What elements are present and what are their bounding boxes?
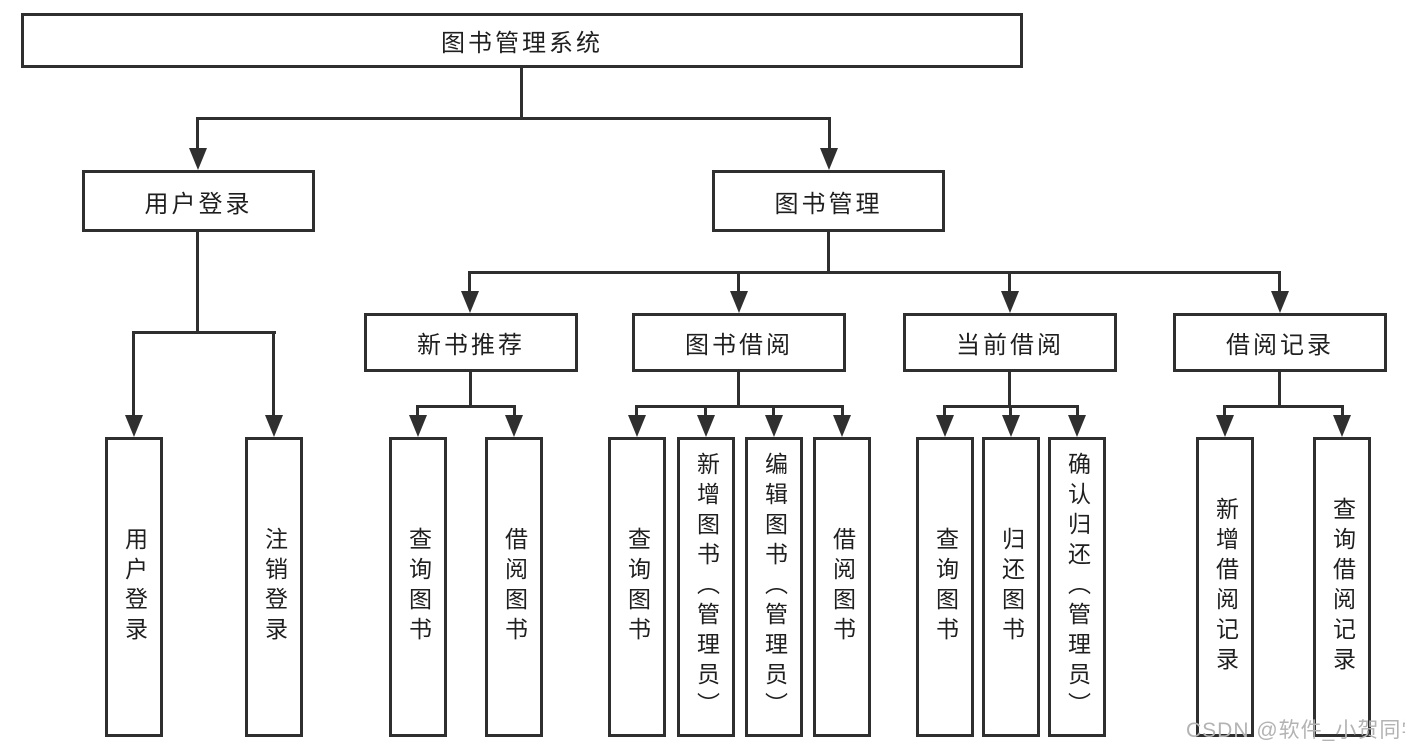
connector-line <box>468 271 1281 274</box>
arrowhead-icon <box>189 148 207 170</box>
arrowhead-icon <box>936 415 954 437</box>
connector-line <box>737 271 740 293</box>
connector-line <box>272 331 275 417</box>
node-current-borrow: 当前借阅 <box>903 313 1117 372</box>
connector-line <box>196 117 199 150</box>
node-book-borrow-label: 图书借阅 <box>685 332 793 359</box>
connector-line <box>635 405 638 417</box>
arrowhead-icon <box>265 415 283 437</box>
connector-line <box>828 117 831 150</box>
connector-line <box>772 405 775 417</box>
arrowhead-icon <box>1002 415 1020 437</box>
leaf-query-borrow-record-label: 查询借阅记录 <box>1329 497 1356 677</box>
connector-line <box>416 405 516 408</box>
leaf-query-borrow-record: 查询借阅记录 <box>1313 437 1371 737</box>
arrowhead-icon <box>505 415 523 437</box>
leaf-logout-label: 注销登录 <box>261 527 288 647</box>
leaf-borrow-book-recommend: 借阅图书 <box>485 437 543 737</box>
node-user-login: 用户登录 <box>82 170 315 232</box>
leaf-edit-book-admin: 编辑图书（管理员） <box>745 437 803 737</box>
connector-line <box>827 232 830 273</box>
arrowhead-icon <box>765 415 783 437</box>
arrowhead-icon <box>1271 291 1289 313</box>
connector-line <box>1076 405 1079 417</box>
connector-line <box>196 232 199 333</box>
connector-line <box>196 117 831 120</box>
node-borrow-records-label: 借阅记录 <box>1226 332 1334 359</box>
connector-line <box>132 331 276 334</box>
leaf-query-book-borrow-label: 查询图书 <box>624 527 651 647</box>
arrowhead-icon <box>1333 415 1351 437</box>
leaf-add-book-admin-label: 新增图书（管理员） <box>693 452 720 722</box>
csdn-watermark: CSDN @软件_小贺同学 <box>1186 719 1405 742</box>
connector-line <box>943 405 946 417</box>
arrowhead-icon <box>1001 291 1019 313</box>
leaf-edit-book-admin-label: 编辑图书（管理员） <box>761 452 788 722</box>
node-book-management-label: 图书管理 <box>774 190 883 218</box>
connector-line <box>416 405 419 417</box>
connector-line <box>1008 271 1011 293</box>
node-book-management: 图书管理 <box>712 170 945 232</box>
connector-line <box>520 68 523 119</box>
leaf-add-book-admin: 新增图书（管理员） <box>677 437 735 737</box>
node-new-book-recommend-label: 新书推荐 <box>417 332 525 359</box>
leaf-query-book-recommend-label: 查询图书 <box>405 527 432 647</box>
arrowhead-icon <box>833 415 851 437</box>
connector-line <box>469 372 472 408</box>
connector-line <box>704 405 707 417</box>
leaf-return-book-label: 归还图书 <box>998 527 1025 647</box>
arrowhead-icon <box>1216 415 1234 437</box>
arrowhead-icon <box>125 415 143 437</box>
arrowhead-icon <box>461 291 479 313</box>
connector-line <box>468 271 471 293</box>
node-root: 图书管理系统 <box>21 13 1023 68</box>
leaf-return-book: 归还图书 <box>982 437 1040 737</box>
node-new-book-recommend: 新书推荐 <box>364 313 578 372</box>
leaf-borrow-book-label: 借阅图书 <box>829 527 856 647</box>
leaf-confirm-return-admin-label: 确认归还（管理员） <box>1064 452 1091 722</box>
node-user-login-label: 用户登录 <box>144 190 253 218</box>
connector-line <box>841 405 844 417</box>
connector-line <box>1008 372 1011 408</box>
leaf-borrow-book: 借阅图书 <box>813 437 871 737</box>
connector-line <box>132 331 135 417</box>
arrowhead-icon <box>409 415 427 437</box>
node-book-borrow: 图书借阅 <box>632 313 846 372</box>
leaf-add-borrow-record-label: 新增借阅记录 <box>1212 497 1239 677</box>
connector-line <box>737 372 740 408</box>
connector-line <box>1278 372 1281 408</box>
leaf-add-borrow-record: 新增借阅记录 <box>1196 437 1254 737</box>
node-root-label: 图书管理系统 <box>441 30 603 57</box>
connector-line <box>1278 271 1281 293</box>
arrowhead-icon <box>820 148 838 170</box>
leaf-query-book-current-label: 查询图书 <box>932 527 959 647</box>
leaf-user-login: 用户登录 <box>105 437 163 737</box>
connector-line <box>635 405 844 408</box>
leaf-confirm-return-admin: 确认归还（管理员） <box>1048 437 1106 737</box>
node-current-borrow-label: 当前借阅 <box>956 332 1064 359</box>
leaf-user-login-label: 用户登录 <box>121 527 148 647</box>
leaf-query-book-recommend: 查询图书 <box>389 437 447 737</box>
arrowhead-icon <box>628 415 646 437</box>
arrowhead-icon <box>1068 415 1086 437</box>
arrowhead-icon <box>697 415 715 437</box>
leaf-logout: 注销登录 <box>245 437 303 737</box>
connector-line <box>513 405 516 417</box>
connector-line <box>1223 405 1226 417</box>
connector-line <box>1223 405 1344 408</box>
arrowhead-icon <box>730 291 748 313</box>
leaf-borrow-book-recommend-label: 借阅图书 <box>501 527 528 647</box>
connector-line <box>1009 405 1012 417</box>
connector-line <box>1341 405 1344 417</box>
node-borrow-records: 借阅记录 <box>1173 313 1387 372</box>
leaf-query-book-current: 查询图书 <box>916 437 974 737</box>
leaf-query-book-borrow: 查询图书 <box>608 437 666 737</box>
